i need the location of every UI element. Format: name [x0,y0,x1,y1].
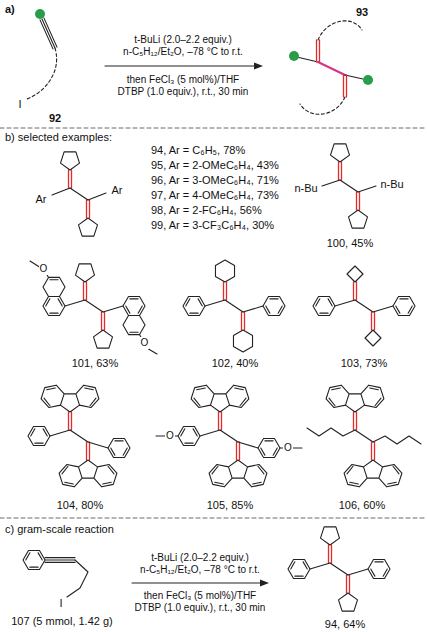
atom-label: O [140,337,150,349]
reagent-text: then FeCl₃ (5 mol%)/THF [143,590,257,602]
compound-yield: 95, Ar = 2-OMeC₆H₄, 43% [150,159,280,172]
section-label: a) [4,3,16,16]
atom-label: I [17,98,22,111]
atom-label: I [58,597,63,610]
section-label: b) selected examples: [4,131,113,144]
compound-yield: 101, 63% [71,357,119,370]
reagent-text: n-C₅H₁₂/Et₂O, –78 °C to r.t. [122,46,244,58]
section-label: c) gram-scale reaction [4,523,115,536]
reagent-text: DTBP (1.0 equiv.), r.t., 30 min [117,86,250,98]
reagent-text: n-C₅H₁₂/Et₂O, –78 °C to r.t. [139,564,261,576]
atom-label: O [39,263,49,275]
compound-number: 93 [355,6,369,19]
atom-label: n-Bu [293,182,318,195]
reagent-text: DTBP (1.0 equiv.), r.t., 30 min [134,602,267,614]
compound-yield: 105, 85% [206,499,254,512]
reagent-text: t-BuLi (2.0–2.2 equiv.) [150,552,250,564]
atom-label: Ar [35,193,48,206]
reagent-text: then FeCl₃ (5 mol%)/THF [126,74,240,86]
compound-yield: 96, Ar = 3-OMeC₆H₄, 71% [150,174,280,187]
compound-number: 107 (5 mmol, 1.42 g) [10,615,114,628]
compound-yield: 100, 45% [326,237,374,250]
reagent-text: t-BuLi (2.0–2.2 equiv.) [133,34,233,46]
compound-yield: 98, Ar = 2-FC₆H₄, 56% [150,204,263,217]
compound-yield: 94, Ar = C₆H₅, 78% [150,144,246,157]
atom-label: O [283,442,293,454]
compound-yield: 106, 60% [338,499,386,512]
atom-label: Ar [111,184,124,197]
atom-label: n-Bu [379,178,404,191]
compound-yield: 97, Ar = 4-OMeC₆H₄, 73% [150,189,280,202]
compound-yield: 104, 80% [56,499,104,512]
compound-number: 92 [48,112,62,125]
compound-yield: 103, 73% [340,357,388,370]
compound-yield: 99, Ar = 3-CF₃C₆H₄, 30% [150,219,275,232]
compound-yield: 94, 64% [324,618,366,631]
compound-yield: 102, 40% [211,357,259,370]
atom-label: O [165,430,175,442]
